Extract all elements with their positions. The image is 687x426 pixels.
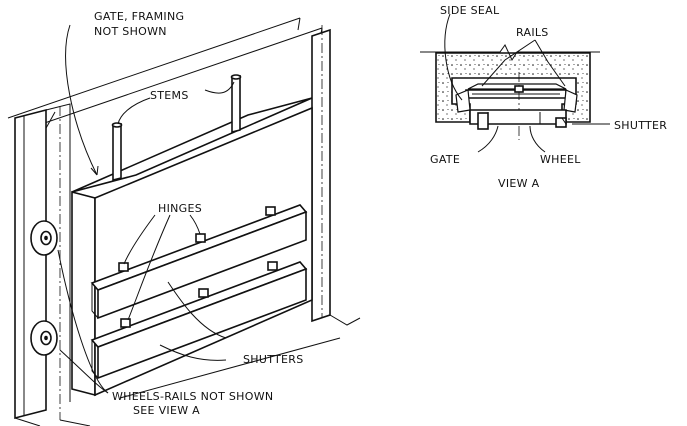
view-a-section bbox=[420, 13, 610, 153]
label-gate: GATE bbox=[430, 153, 460, 166]
stems bbox=[111, 74, 242, 182]
label-gate-framing: GATE, FRAMING bbox=[94, 10, 184, 23]
label-not-shown: NOT SHOWN bbox=[94, 25, 167, 38]
hinges bbox=[118, 206, 278, 328]
label-stems: STEMS bbox=[150, 89, 189, 102]
upper-shutter bbox=[90, 204, 308, 320]
leader-lines bbox=[57, 24, 235, 394]
label-shutter: SHUTTER bbox=[614, 119, 667, 132]
label-hinges: HINGES bbox=[158, 202, 202, 215]
label-side-seal: SIDE SEAL bbox=[440, 4, 500, 17]
label-rails: RAILS bbox=[516, 26, 549, 39]
left-frame bbox=[14, 108, 47, 420]
right-frame bbox=[311, 28, 331, 323]
label-see-view-a: SEE VIEW A bbox=[133, 404, 200, 417]
gate-top-face bbox=[71, 97, 313, 193]
wheels bbox=[30, 220, 58, 356]
label-wheels-rails: WHEELS-RAILS NOT SHOWN bbox=[112, 390, 273, 403]
label-wheel: WHEEL bbox=[540, 153, 581, 166]
label-view-a: VIEW A bbox=[498, 177, 540, 190]
gate-isometric bbox=[7, 17, 361, 426]
shutter-piece bbox=[555, 117, 567, 128]
label-shutters: SHUTTERS bbox=[243, 353, 304, 366]
side-seal bbox=[455, 89, 471, 113]
wheel bbox=[477, 112, 489, 130]
